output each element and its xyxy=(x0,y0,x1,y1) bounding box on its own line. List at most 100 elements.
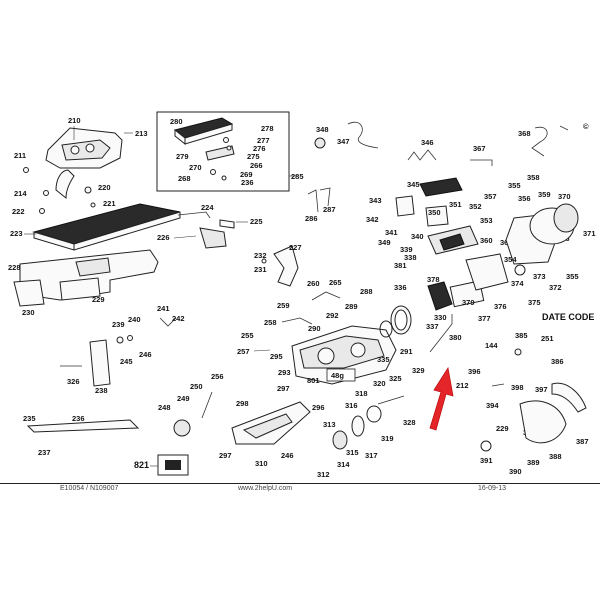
callout-316: 316 xyxy=(345,401,358,410)
callout-375: 375 xyxy=(528,298,541,307)
callout-385: 385 xyxy=(515,331,528,340)
armature xyxy=(427,253,509,311)
callout-255: 255 xyxy=(241,331,254,340)
callout-350: 350 xyxy=(428,208,441,217)
callout-390: 390 xyxy=(509,467,522,476)
callout-313: 313 xyxy=(323,420,336,429)
callout-246b: 246 xyxy=(281,451,294,460)
callout-335: 335 xyxy=(377,355,390,364)
callout-221: 221 xyxy=(103,199,116,208)
callout-229b: 229 xyxy=(496,424,509,433)
callout-387: 387 xyxy=(576,437,589,446)
grease-quantity: 48g xyxy=(331,371,344,380)
callout-278: 278 xyxy=(261,124,274,133)
callout-223: 223 xyxy=(10,229,23,238)
callout-235: 235 xyxy=(23,414,36,423)
date-code-label: DATE CODE xyxy=(542,312,594,322)
footer-bar: E10054 / N109007 www.2helpU.com 16-09-13 xyxy=(0,483,600,494)
callout-346a: 346 xyxy=(421,138,434,147)
gear-case xyxy=(291,325,397,385)
callout-214: 214 xyxy=(14,189,27,198)
callout-276: 276 xyxy=(253,144,266,153)
callout-236b: 236 xyxy=(72,414,85,423)
callout-231: 231 xyxy=(254,265,267,274)
callout-269: 269 xyxy=(240,170,253,179)
callout-297b: 297 xyxy=(219,451,232,460)
callout-256: 256 xyxy=(211,372,224,381)
callout-249: 249 xyxy=(177,394,190,403)
callout-377: 377 xyxy=(478,314,491,323)
callout-251: 251 xyxy=(541,334,554,343)
callout-342: 342 xyxy=(366,215,379,224)
callout-352: 352 xyxy=(469,202,482,211)
callout-289: 289 xyxy=(345,302,358,311)
motor-housing xyxy=(505,203,579,276)
callout-239: 239 xyxy=(112,320,125,329)
callout-238: 238 xyxy=(95,386,108,395)
callout-357: 357 xyxy=(484,192,497,201)
callout-358: 358 xyxy=(527,173,540,182)
callout-337: 337 xyxy=(426,322,439,331)
callout-259: 259 xyxy=(277,301,290,310)
callout-379: 379 xyxy=(462,298,475,307)
callout-319: 319 xyxy=(381,434,394,443)
callout-213: 213 xyxy=(135,129,148,138)
callout-318: 318 xyxy=(355,389,368,398)
callout-359: 359 xyxy=(538,190,551,199)
callout-351: 351 xyxy=(449,200,462,209)
callout-280: 280 xyxy=(170,117,183,126)
switch-assembly xyxy=(395,177,479,255)
callout-367: 367 xyxy=(473,144,486,153)
callout-298: 298 xyxy=(236,399,249,408)
callout-340: 340 xyxy=(411,232,424,241)
callout-354: 354 xyxy=(504,255,517,264)
callout-325: 325 xyxy=(389,374,402,383)
callout-242: 242 xyxy=(172,314,185,323)
callout-355b: 355 xyxy=(566,272,579,281)
callout-222: 222 xyxy=(12,207,25,216)
callout-220: 220 xyxy=(98,183,111,192)
callout-347: 347 xyxy=(337,137,350,146)
callout-320: 320 xyxy=(373,379,386,388)
footer-website: www.2helpU.com xyxy=(238,485,293,492)
callout-285: 285 xyxy=(291,172,304,181)
callout-230: 230 xyxy=(22,308,35,317)
callout-248: 248 xyxy=(158,403,171,412)
callout-317: 317 xyxy=(365,451,378,460)
callout-310: 310 xyxy=(255,459,268,468)
callout-396: 396 xyxy=(468,367,481,376)
callout-225: 225 xyxy=(250,217,263,226)
callout-353: 353 xyxy=(480,216,493,225)
callout-212: 212 xyxy=(456,381,469,390)
red-arrow-indicator xyxy=(429,366,454,431)
callout-370: 370 xyxy=(558,192,571,201)
callout-144: 144 xyxy=(485,341,498,350)
callout-341: 341 xyxy=(385,228,398,237)
callout-291: 291 xyxy=(400,347,413,356)
callout-224: 224 xyxy=(201,203,214,212)
callout-246a: 246 xyxy=(139,350,152,359)
callout-380: 380 xyxy=(449,333,462,342)
footer-doc-code: E10054 / N109007 xyxy=(60,485,119,492)
callout-361: 361 xyxy=(500,238,513,247)
callout-398: 398 xyxy=(511,383,524,392)
callout-389: 389 xyxy=(527,458,540,467)
callout-260: 260 xyxy=(307,279,320,288)
base-plate xyxy=(32,203,181,251)
callout-293: 293 xyxy=(278,368,291,377)
callout-368: 368 xyxy=(518,129,531,138)
switch-kit-box xyxy=(156,111,290,192)
callout-236a: 236 xyxy=(241,178,254,187)
callout-232: 232 xyxy=(254,251,267,260)
callout-821: 821 xyxy=(134,460,149,470)
callout-211: 211 xyxy=(14,151,26,160)
callout-312: 312 xyxy=(317,470,330,479)
callout-237: 237 xyxy=(38,448,51,457)
callout-373: 373 xyxy=(533,272,546,281)
callout-343: 343 xyxy=(369,196,382,205)
callout-257: 257 xyxy=(237,347,250,356)
callout-258: 258 xyxy=(264,318,277,327)
callout-391: 391 xyxy=(480,456,493,465)
callout-275: 275 xyxy=(247,152,260,161)
lever-assembly xyxy=(480,348,587,452)
